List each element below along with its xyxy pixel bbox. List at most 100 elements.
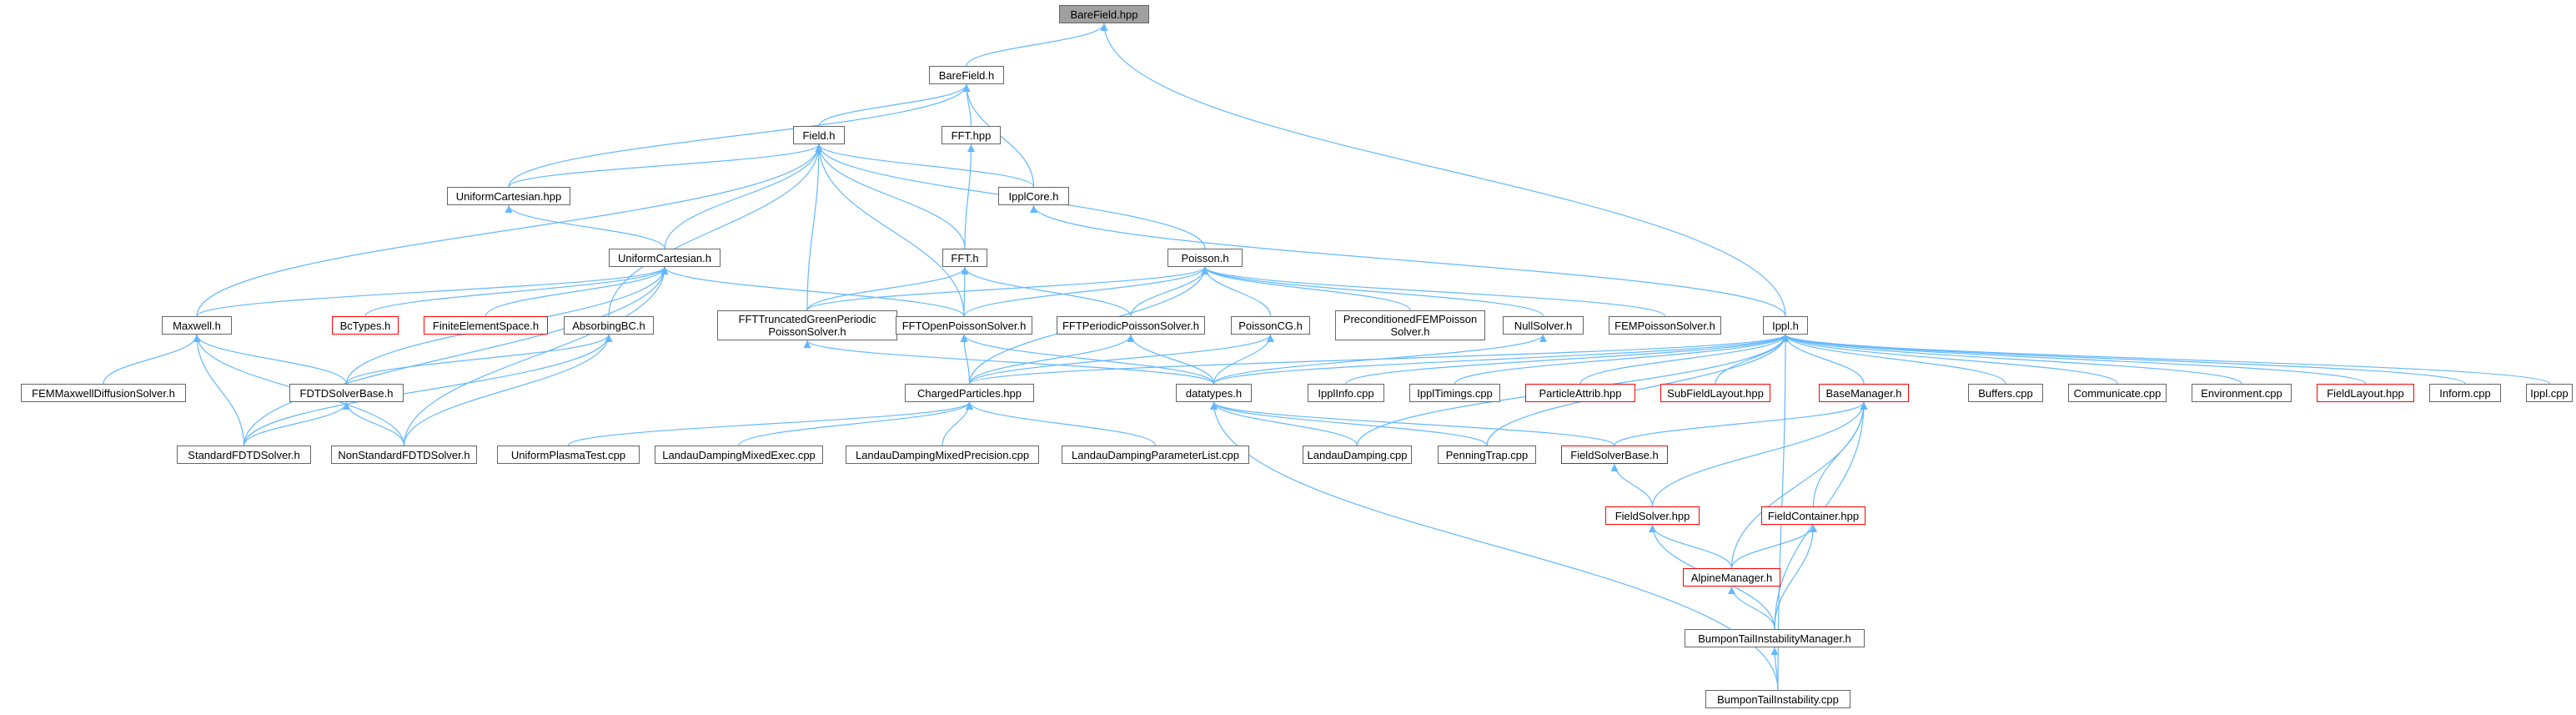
edge-n22-to-n9 (193, 334, 348, 385)
node-datatypes-h[interactable]: datatypes.h (1176, 384, 1252, 402)
edge-n43-to-n24 (1210, 401, 1488, 446)
node-fempoissonsolver-h[interactable]: FEMPoissonSolver.h (1609, 316, 1721, 335)
node-ipplcore-h[interactable]: IpplCore.h (998, 187, 1069, 205)
node-poisson-h[interactable]: Poisson.h (1167, 249, 1243, 267)
node-inform-cpp[interactable]: Inform.cpp (2429, 384, 2501, 402)
edge-n38-to-n23 (567, 401, 973, 446)
node-femmaxwelldiffusionsolver-h[interactable]: FEMMaxwellDiffusionSolver.h (21, 384, 186, 402)
edge-n2-to-n1 (818, 83, 971, 127)
edge-n20-to-n0 (1100, 23, 1786, 317)
edge-n14-to-n2 (815, 144, 965, 317)
node-maxwell-h[interactable]: Maxwell.h (162, 316, 232, 335)
edge-n6-to-n4 (505, 204, 665, 249)
edge-n7-to-n2 (815, 144, 966, 249)
edge-n26-to-n20 (1454, 334, 1790, 385)
node-bctypes-h[interactable]: BcTypes.h (332, 316, 399, 335)
node-nullsolver-h[interactable]: NullSolver.h (1503, 316, 1584, 335)
node-ippl-h[interactable]: Ippl.h (1763, 316, 1808, 335)
node-barefield-h[interactable]: BareField.h (929, 66, 1004, 84)
node-landaudampingmixedexec-cpp[interactable]: LandauDampingMixedExec.cpp (655, 446, 823, 464)
edge-n9-to-n6 (196, 266, 669, 317)
edge-n37-to-n6 (403, 266, 669, 446)
edge-n24-to-n14 (960, 334, 1215, 385)
node-uniformcartesian-h[interactable]: UniformCartesian.h (609, 249, 721, 267)
node-finiteelementspace-h[interactable]: FiniteElementSpace.h (424, 316, 548, 335)
node-bumpontailinstability-cpp[interactable]: BumponTailInstability.cpp (1705, 690, 1850, 708)
node-poissoncg-h[interactable]: PoissonCG.h (1231, 316, 1310, 335)
edge-n20-to-n5 (1030, 204, 1786, 317)
edge-n30-to-n20 (1781, 334, 2006, 385)
edge-n43-to-n20 (1486, 334, 1790, 446)
node-uniformplasmatest-cpp[interactable]: UniformPlasmaTest.cpp (497, 446, 640, 464)
edge-n15-to-n7 (961, 266, 1132, 317)
node-penningtrap-cpp[interactable]: PenningTrap.cpp (1438, 446, 1536, 464)
edge-n24-to-n13 (803, 340, 1215, 385)
node-landaudampingmixedprecision-cpp[interactable]: LandauDampingMixedPrecision.cpp (846, 446, 1039, 464)
edge-n24-to-n20 (1213, 334, 1790, 385)
node-field-h[interactable]: Field.h (793, 126, 845, 144)
edge-n39-to-n23 (738, 401, 973, 446)
node-chargedparticles-hpp[interactable]: ChargedParticles.hpp (905, 384, 1034, 402)
node-ippltimings-cpp[interactable]: IpplTimings.cpp (1409, 384, 1500, 402)
node-particleattrib-hpp[interactable]: ParticleAttrib.hpp (1525, 384, 1635, 402)
edge-n22-to-n12 (345, 334, 613, 385)
node-fft-h[interactable]: FFT.h (942, 249, 987, 267)
edge-n47-to-n29 (1730, 401, 1868, 569)
edge-n14-to-n8 (963, 266, 1209, 317)
edge-n13-to-n8 (806, 266, 1209, 311)
node-fft-hpp[interactable]: FFT.hpp (942, 126, 1001, 144)
edge-n47-to-n45 (1649, 524, 1733, 569)
edge-n13-to-n7 (806, 266, 969, 311)
edge-n37-to-n12 (403, 334, 613, 446)
edge-n29-to-n20 (1781, 334, 1865, 385)
node-nonstandardfdtdsolver-h[interactable]: NonStandardFDTDSolver.h (331, 446, 477, 464)
node-fftperiodicpoissonsolver-h[interactable]: FFTPeriodicPoissonSolver.h (1057, 316, 1205, 335)
node-barefield-hpp: BareField.hpp (1059, 5, 1149, 23)
edge-n44-to-n24 (1210, 401, 1615, 446)
edge-n13-to-n2 (806, 144, 823, 311)
node-fftopenpoissonsolver-h[interactable]: FFTOpenPoissonSolver.h (896, 316, 1032, 335)
edge-n31-to-n20 (1781, 334, 2118, 385)
edge-n23-to-n15 (968, 334, 1135, 385)
edge-n6-to-n2 (664, 144, 823, 249)
node-basemanager-h[interactable]: BaseManager.h (1819, 384, 1909, 402)
edge-n10-to-n6 (364, 266, 669, 317)
node-bumpontailinstabilitymanager-h[interactable]: BumponTailInstabilityManager.h (1685, 629, 1865, 647)
edge-n1-to-n0 (966, 23, 1108, 67)
edge-n27-to-n20 (1579, 334, 1790, 385)
edge-n36-to-n9 (193, 334, 245, 446)
node-ipplinfo-cpp[interactable]: IpplInfo.cpp (1308, 384, 1384, 402)
node-fdtdsolverbase-h[interactable]: FDTDSolverBase.h (289, 384, 404, 402)
node-preconditionedfempoissonsolver-h[interactable]: PreconditionedFEMPoisson Solver.h (1335, 310, 1485, 340)
node-fieldlayout-hpp[interactable]: FieldLayout.hpp (2317, 384, 2414, 402)
node-alpinemanager-h[interactable]: AlpineManager.h (1683, 568, 1780, 587)
edge-n49-to-n48 (1770, 647, 1779, 691)
node-standardfdtdsolver-h[interactable]: StandardFDTDSolver.h (177, 446, 311, 464)
node-landaudamping-cpp[interactable]: LandauDamping.cpp (1303, 446, 1412, 464)
node-uniformcartesian-hpp[interactable]: UniformCartesian.hpp (447, 187, 570, 205)
edge-n44-to-n29 (1614, 401, 1868, 446)
node-buffers-cpp[interactable]: Buffers.cpp (1968, 384, 2043, 402)
node-fieldsolverbase-h[interactable]: FieldSolverBase.h (1561, 446, 1668, 464)
edge-n48-to-n46 (1774, 524, 1817, 630)
node-ffttruncatedgreenperiodicpoissonsolver-h[interactable]: FFTTruncatedGreenPeriodic PoissonSolver.… (717, 310, 897, 340)
edge-n14-to-n6 (660, 266, 965, 317)
node-fieldsolver-hpp[interactable]: FieldSolver.hpp (1605, 506, 1700, 525)
edge-n45-to-n29 (1651, 401, 1868, 507)
edge-n34-to-n20 (1781, 334, 2466, 385)
node-fieldcontainer-hpp[interactable]: FieldContainer.hpp (1761, 506, 1865, 525)
edge-n12-to-n2 (608, 144, 823, 317)
node-absorbingbc-h[interactable]: AbsorbingBC.h (564, 316, 654, 335)
edge-n7-to-n3 (964, 144, 975, 249)
node-communicate-cpp[interactable]: Communicate.cpp (2068, 384, 2167, 402)
edge-n42-to-n24 (1210, 401, 1358, 446)
edge-n18-to-n8 (1201, 266, 1544, 317)
node-ippl-cpp[interactable]: Ippl.cpp (2526, 384, 2573, 402)
edge-n48-to-n47 (1728, 586, 1775, 630)
node-subfieldlayout-hpp[interactable]: SubFieldLayout.hpp (1660, 384, 1770, 402)
edge-n24-to-n15 (1127, 334, 1215, 385)
node-landaudampingparameterlist-cpp[interactable]: LandauDampingParameterList.cpp (1062, 446, 1249, 464)
node-environment-cpp[interactable]: Environment.cpp (2192, 384, 2292, 402)
